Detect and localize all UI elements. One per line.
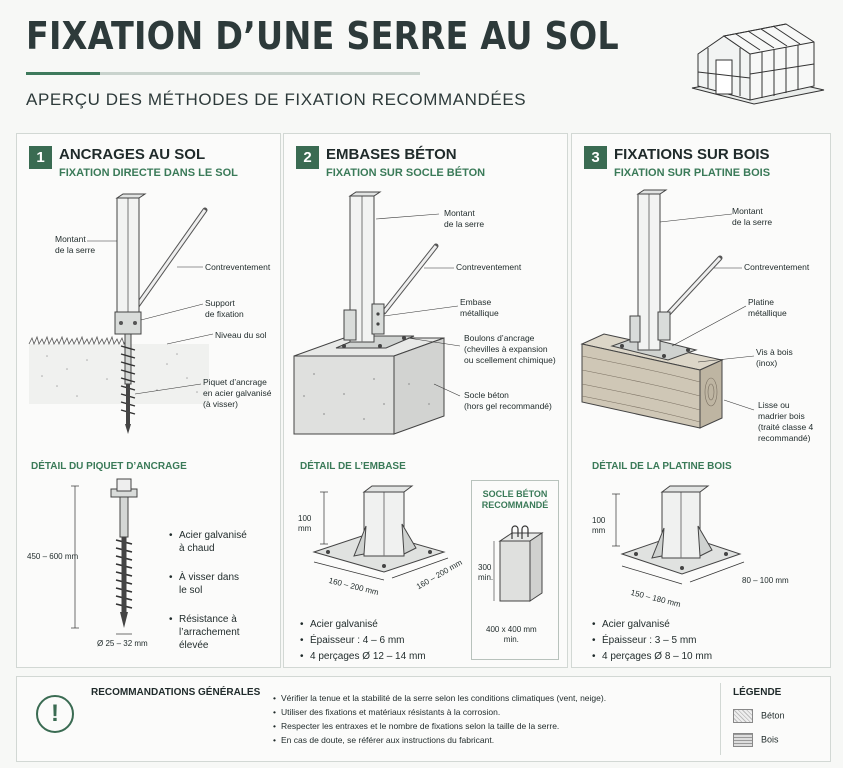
label-contreventement: Contreventement xyxy=(205,262,271,272)
concrete-swatch-icon xyxy=(733,709,753,723)
warning-icon: ! xyxy=(36,695,74,733)
legend-item-beton: Béton xyxy=(733,709,785,723)
label-contreventement: Contreventement xyxy=(744,262,810,272)
spec-list: Acier galvanisé Épaisseur : 3 – 5 mm 4 p… xyxy=(592,618,712,666)
inset-height: 300 min. xyxy=(478,563,494,582)
label-lisse: Lisse ou madrier bois (traité classe 4 r… xyxy=(758,400,814,443)
recommendations-list: Vérifier la tenue et la stabilité de la … xyxy=(273,691,606,747)
recommendation-item: Respecter les entraxes et le nombre de f… xyxy=(273,719,606,733)
concrete-block-icon xyxy=(493,525,544,602)
recommendation-item: Vérifier la tenue et la stabilité de la … xyxy=(273,691,606,705)
detail-title: DÉTAIL DE LA PLATINE BOIS xyxy=(592,461,732,472)
panel-title: FIXATIONS SUR BOIS xyxy=(614,146,770,163)
legend-item-bois: Bois xyxy=(733,733,779,747)
spec-item: Épaisseur : 4 – 6 mm xyxy=(300,634,426,647)
legend-title: LÉGENDE xyxy=(733,687,782,698)
label-montant: Montant de la serre xyxy=(444,208,485,229)
legend-label: Bois xyxy=(761,734,779,745)
legend-label: Béton xyxy=(761,710,785,721)
label-niveau-sol: Niveau du sol xyxy=(215,330,267,340)
spec-list: Acier galvanisé à chaud À visser dans le… xyxy=(169,516,247,668)
panel-wood-fixings: 3 FIXATIONS SUR BOIS FIXATION SUR PLATIN… xyxy=(571,133,831,668)
panel-number: 3 xyxy=(584,146,607,169)
recommendations-title: RECOMMANDATIONS GÉNÉRALES xyxy=(91,687,261,698)
dimension-diameter: Ø 25 – 32 mm xyxy=(97,639,148,648)
detail-title: DÉTAIL DU PIQUET D’ANCRAGE xyxy=(31,461,187,472)
spec-item: À visser dans le sol xyxy=(169,571,247,597)
recommendation-item: Utiliser des fixations et matériaux rési… xyxy=(273,705,606,719)
concrete-base-illustration xyxy=(293,191,461,581)
recommendation-item: En cas de doute, se référer aux instruct… xyxy=(273,733,606,747)
label-boulons: Boulons d’ancrage (chevilles à expansion… xyxy=(464,333,556,365)
wood-fixing-illustration xyxy=(580,189,755,585)
page-subtitle: APERÇU DES MÉTHODES DE FIXATION RECOMMAN… xyxy=(26,90,527,109)
panel-number: 2 xyxy=(296,146,319,169)
panel-title: EMBASES BÉTON xyxy=(326,146,457,163)
inset-size: 400 x 400 mm min. xyxy=(486,625,537,644)
spec-item: Résistance à l’arrachement élevée xyxy=(169,613,247,652)
dimension-length: 450 – 600 mm xyxy=(27,552,79,561)
spec-item: 4 perçages Ø 8 – 10 mm xyxy=(592,650,712,663)
divider xyxy=(720,683,721,755)
concrete-block-inset: SOCLE BÉTON RECOMMANDÉ 300 min. 400 x 40… xyxy=(471,480,559,660)
label-support: Support de fixation xyxy=(205,298,244,319)
panel-subtitle: FIXATION DIRECTE DANS LE SOL xyxy=(59,167,238,179)
recommendations-box: ! RECOMMANDATIONS GÉNÉRALES Vérifier la … xyxy=(16,676,831,762)
label-embase: Embase métallique xyxy=(460,297,499,318)
label-montant: Montant de la serre xyxy=(732,206,773,227)
panel-title: ANCRAGES AU SOL xyxy=(59,146,206,163)
page-title: FIXATION D’UNE SERRE AU SOL xyxy=(26,14,619,58)
spec-list: Acier galvanisé Épaisseur : 4 – 6 mm 4 p… xyxy=(300,618,426,666)
inset-title: SOCLE BÉTON RECOMMANDÉ xyxy=(481,489,549,510)
spec-item: Acier galvanisé xyxy=(592,618,712,631)
label-montant: Montant de la serre xyxy=(55,234,96,255)
panel-number: 1 xyxy=(29,146,52,169)
dimension-height: 100 mm xyxy=(592,516,606,535)
greenhouse-illustration xyxy=(691,23,825,105)
spec-item: Acier galvanisé xyxy=(300,618,426,631)
label-piquet: Piquet d’ancrage en acier galvanisé (à v… xyxy=(203,377,272,409)
panel-subtitle: FIXATION SUR PLATINE BOIS xyxy=(614,167,771,179)
dimension-height: 100 mm xyxy=(298,514,312,533)
spec-item: 4 perçages Ø 12 – 14 mm xyxy=(300,650,426,663)
wood-swatch-icon xyxy=(733,733,753,747)
panel-ground-anchors: 1 ANCRAGES AU SOL FIXATION DIRECTE DANS … xyxy=(16,133,281,668)
dimension-width-2: 80 – 100 mm xyxy=(742,576,789,585)
detail-title: DÉTAIL DE L’EMBASE xyxy=(300,461,406,472)
title-underline xyxy=(26,72,420,75)
panel-concrete-bases: 2 EMBASES BÉTON FIXATION SUR SOCLE BÉTON xyxy=(283,133,568,668)
label-platine: Platine métallique xyxy=(748,297,787,318)
label-socle: Socle béton (hors gel recommandé) xyxy=(464,390,552,411)
label-contreventement: Contreventement xyxy=(456,262,522,272)
label-vis: Vis à bois (inox) xyxy=(756,347,793,368)
ground-anchor-illustration xyxy=(28,193,214,635)
panel-subtitle: FIXATION SUR SOCLE BÉTON xyxy=(326,167,486,179)
spec-item: Acier galvanisé à chaud xyxy=(169,529,247,555)
spec-item: Épaisseur : 3 – 5 mm xyxy=(592,634,712,647)
